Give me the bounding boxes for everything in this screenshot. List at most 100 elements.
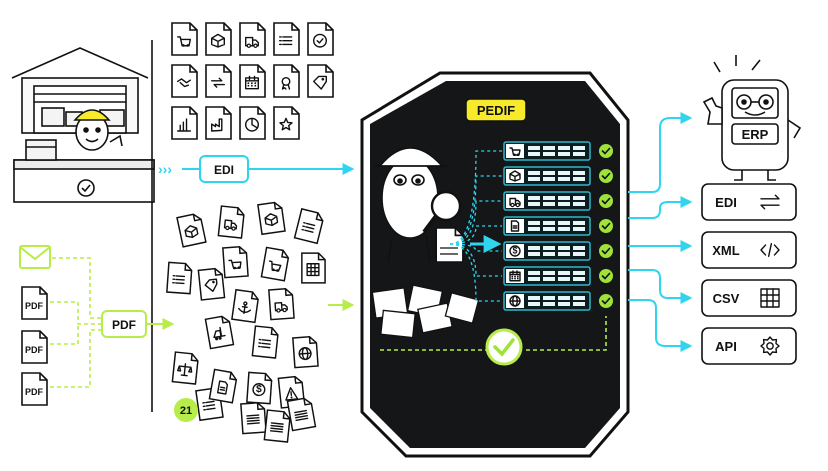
erp-sparkle-icon [713,55,761,73]
cart-icon [506,144,524,158]
pile-document-card [260,246,291,282]
pile-document-card [293,208,326,245]
pile-document-card [268,287,295,321]
hub-data-row [503,141,613,161]
validation-dashed-line [380,316,607,351]
output-format-csv: CSV [701,279,797,317]
pdf-file-icon: PDF [21,286,48,320]
edi-document-card [205,22,232,56]
pile-document-card [171,351,200,385]
truck-icon [223,219,238,231]
document-icon [506,219,524,233]
row-check-icon [599,169,613,183]
truck-icon [245,36,259,48]
analyzed-document-icon [435,226,464,264]
forklift-icon [213,326,226,341]
cart-icon [177,36,191,47]
hub-data-row [503,216,613,236]
hub-octagon [370,81,620,448]
magnifier-icon [430,190,462,222]
hub-connector-line [449,243,502,252]
edi-document-card [273,106,300,140]
pile-document-card [208,368,239,404]
row-check-icon [599,144,613,158]
pile-document-card [277,375,306,409]
hub-data-row: $ [503,241,613,261]
scale-icon [176,363,193,377]
table-icon [760,288,780,308]
pile-document-card [195,386,224,422]
warehouse-scene [11,47,155,203]
hub-title-badge [465,98,527,122]
return-icon [211,77,225,88]
box-icon [211,33,225,48]
list-icon [202,400,216,411]
pile-document-card: $ [246,371,273,405]
parcel-icon [25,139,57,161]
pdf-document-pile: $ [166,200,326,443]
pile-document-card [257,200,286,236]
code-icon [760,243,780,257]
arrows-exchange-icon [760,194,780,210]
output-format-label: XML [712,243,740,258]
tag-icon [313,75,327,90]
edi-document-card [273,22,300,56]
edi-document-card [307,64,334,98]
output-format-edi: EDI [701,183,797,221]
pile-document-card [292,335,319,369]
pile-document-card [204,314,235,350]
pie-icon [244,117,259,132]
pdf-file-label: PDF [25,301,44,311]
edi-document-card [239,106,266,140]
edi-document-card [205,64,232,98]
edi-document-card [307,22,334,56]
hub-data-row [503,266,613,286]
hub-connector-line [449,175,502,245]
star-icon [279,117,293,131]
output-format-label: API [715,339,737,354]
lines-icon [269,422,284,433]
box-icon [506,169,524,183]
pdf-file-icon: PDF [21,330,48,364]
edi-document-card [171,64,198,98]
edi-document-card [273,64,300,98]
hub-connector-line [449,200,502,245]
warehouse-roof-icon [11,47,149,79]
box-icon [264,213,279,227]
hub-connectors [449,150,502,302]
factory-icon [211,118,223,132]
checklist-icon [257,338,272,349]
pile-document-card [263,409,292,443]
box-icon [184,225,199,238]
dollar-icon: $ [252,383,266,397]
pile-document-card [240,401,267,435]
gear-icon [760,336,780,356]
output-connectors [628,112,693,352]
pile-document-card [231,288,260,324]
hub-title: PEDIF [477,103,515,118]
dollar-icon: $ [506,244,524,258]
row-check-icon [599,219,613,233]
output-format-xml: XML [701,231,797,269]
hub-data-row [503,166,613,186]
globe-icon [298,347,312,361]
pile-document-card [197,267,226,301]
calendar-icon [506,269,524,283]
edi-document-card [171,106,198,140]
checklist-icon [279,36,293,46]
grid-icon [306,263,320,277]
pile-document-card [286,396,317,432]
document-icon [216,380,229,395]
warning-icon [285,387,299,401]
email-icon [19,245,51,269]
svg-text:$: $ [256,383,263,395]
row-check-icon [599,294,613,308]
checklist-icon [301,222,316,233]
document-count-label: 21 [180,405,192,417]
lines-icon [294,409,309,422]
worker-character-icon [73,109,123,151]
output-format-label: CSV [713,291,740,306]
output-format-label: EDI [715,195,737,210]
